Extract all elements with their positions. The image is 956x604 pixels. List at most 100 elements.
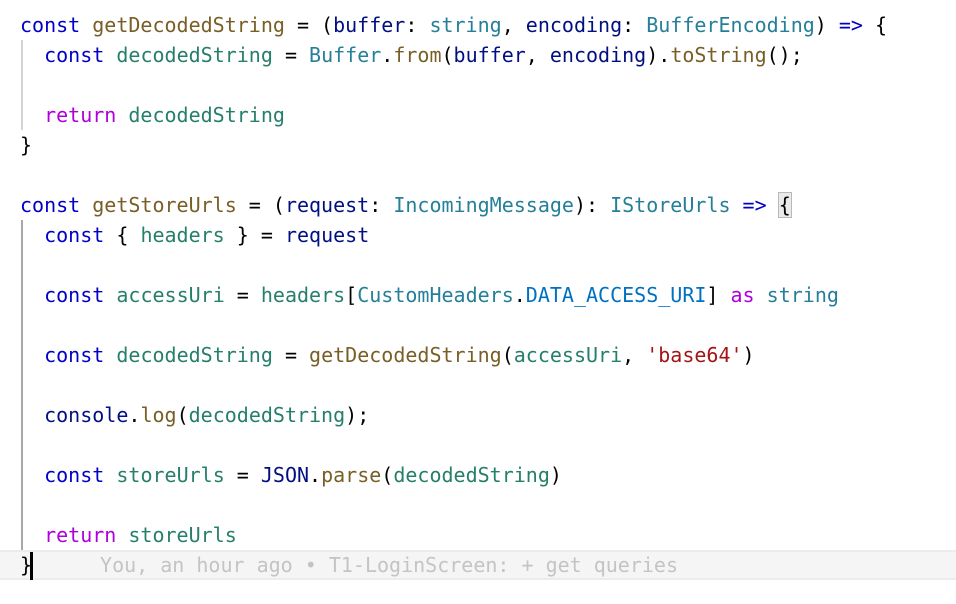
code-token: { [777, 192, 792, 218]
code-line[interactable]: const decodedString = Buffer.from(buffer… [0, 40, 956, 70]
code-token: = [272, 43, 310, 67]
code-token: = ( [236, 193, 285, 217]
code-token: accessUri [116, 283, 225, 307]
code-token: return [44, 523, 117, 547]
code-token: request [284, 193, 370, 217]
code-line[interactable] [0, 370, 956, 400]
code-token: = [224, 463, 261, 487]
code-token [20, 343, 44, 367]
code-line[interactable] [0, 70, 956, 100]
code-token: = [272, 343, 310, 367]
code-token [80, 13, 92, 37]
code-token [731, 193, 743, 217]
code-token: IStoreUrls [610, 193, 731, 217]
code-token: (); [766, 43, 803, 67]
code-line[interactable] [0, 490, 956, 520]
code-editor[interactable]: const getDecodedString = (buffer: string… [0, 10, 956, 580]
current-line[interactable]: } You, an hour ago • T1-LoginScreen: + ge… [0, 550, 956, 580]
code-line[interactable]: return storeUrls [0, 520, 956, 550]
code-line[interactable] [0, 430, 956, 460]
text-cursor [30, 552, 33, 580]
code-token: Buffer [309, 43, 382, 67]
code-token: , [525, 43, 550, 67]
code-token: decodedString [128, 103, 285, 127]
code-token: } [20, 133, 33, 157]
code-token: DATA_ACCESS_URI [525, 283, 707, 307]
code-token: . [381, 43, 394, 67]
code-token: encoding [525, 13, 623, 37]
code-line[interactable] [0, 310, 956, 340]
code-token: ) [549, 463, 562, 487]
code-token: . [513, 283, 526, 307]
code-token: buffer [333, 13, 406, 37]
code-token: from [393, 43, 442, 67]
code-token [20, 403, 44, 427]
code-token [20, 103, 44, 127]
git-blame-annotation: You, an hour ago • T1-LoginScreen: + get… [100, 553, 679, 577]
code-token: storeUrls [116, 463, 225, 487]
code-token [80, 193, 92, 217]
code-line[interactable]: const storeUrls = JSON.parse(decodedStri… [0, 460, 956, 490]
code-token: log [140, 403, 177, 427]
code-token: buffer [453, 43, 526, 67]
code-token: = [224, 283, 261, 307]
code-token: return [44, 103, 117, 127]
code-line[interactable]: const accessUri = headers[CustomHeaders.… [0, 280, 956, 310]
code-token: as [730, 283, 755, 307]
indent-guide [21, 40, 23, 130]
code-token: getDecodedString [92, 13, 285, 37]
code-token: headers [260, 283, 346, 307]
code-token [104, 43, 116, 67]
code-token: ); [345, 403, 370, 427]
code-line[interactable]: const decodedString = getDecodedString(a… [0, 340, 956, 370]
code-token: 'base64' [646, 343, 743, 367]
code-token: const [44, 223, 105, 247]
code-token: getStoreUrls [92, 193, 237, 217]
code-token: string [766, 283, 839, 307]
code-token: decodedString [393, 463, 550, 487]
code-token [104, 283, 116, 307]
code-token: : [405, 13, 430, 37]
code-token: : [622, 13, 647, 37]
code-token: storeUrls [128, 523, 237, 547]
code-token: headers [140, 223, 225, 247]
code-line[interactable] [0, 250, 956, 280]
code-token: const [20, 193, 81, 217]
code-token: encoding [549, 43, 647, 67]
code-line[interactable] [0, 160, 956, 190]
code-line[interactable]: console.log(decodedString); [0, 400, 956, 430]
code-token: [ [345, 283, 358, 307]
code-token [20, 223, 44, 247]
code-token: request [284, 223, 370, 247]
code-token: const [44, 463, 105, 487]
code-token: . [309, 463, 322, 487]
code-line[interactable]: return decodedString [0, 100, 956, 130]
code-token: => [742, 193, 767, 217]
code-token: const [44, 43, 105, 67]
code-token [116, 103, 128, 127]
code-token: , [622, 343, 647, 367]
code-token: ): [573, 193, 611, 217]
code-token: ( [501, 343, 514, 367]
code-token: ( [176, 403, 189, 427]
code-line[interactable]: } [0, 130, 956, 160]
code-token: } = [224, 223, 285, 247]
code-token: ) [742, 343, 755, 367]
code-token: const [20, 13, 81, 37]
code-token: . [128, 403, 141, 427]
code-token: const [44, 343, 105, 367]
code-token: IncomingMessage [393, 193, 574, 217]
code-token: toString [670, 43, 767, 67]
code-token: ( [441, 43, 454, 67]
code-token: } [20, 553, 33, 577]
code-token: parse [321, 463, 382, 487]
code-token: { [104, 223, 141, 247]
code-token: JSON [260, 463, 310, 487]
code-token: ). [646, 43, 671, 67]
code-token: : [369, 193, 394, 217]
code-line[interactable]: const getStoreUrls = (request: IncomingM… [0, 190, 956, 220]
code-token [767, 193, 779, 217]
active-indent-guide [21, 220, 23, 550]
code-line[interactable]: const { headers } = request [0, 220, 956, 250]
code-line[interactable]: const getDecodedString = (buffer: string… [0, 10, 956, 40]
